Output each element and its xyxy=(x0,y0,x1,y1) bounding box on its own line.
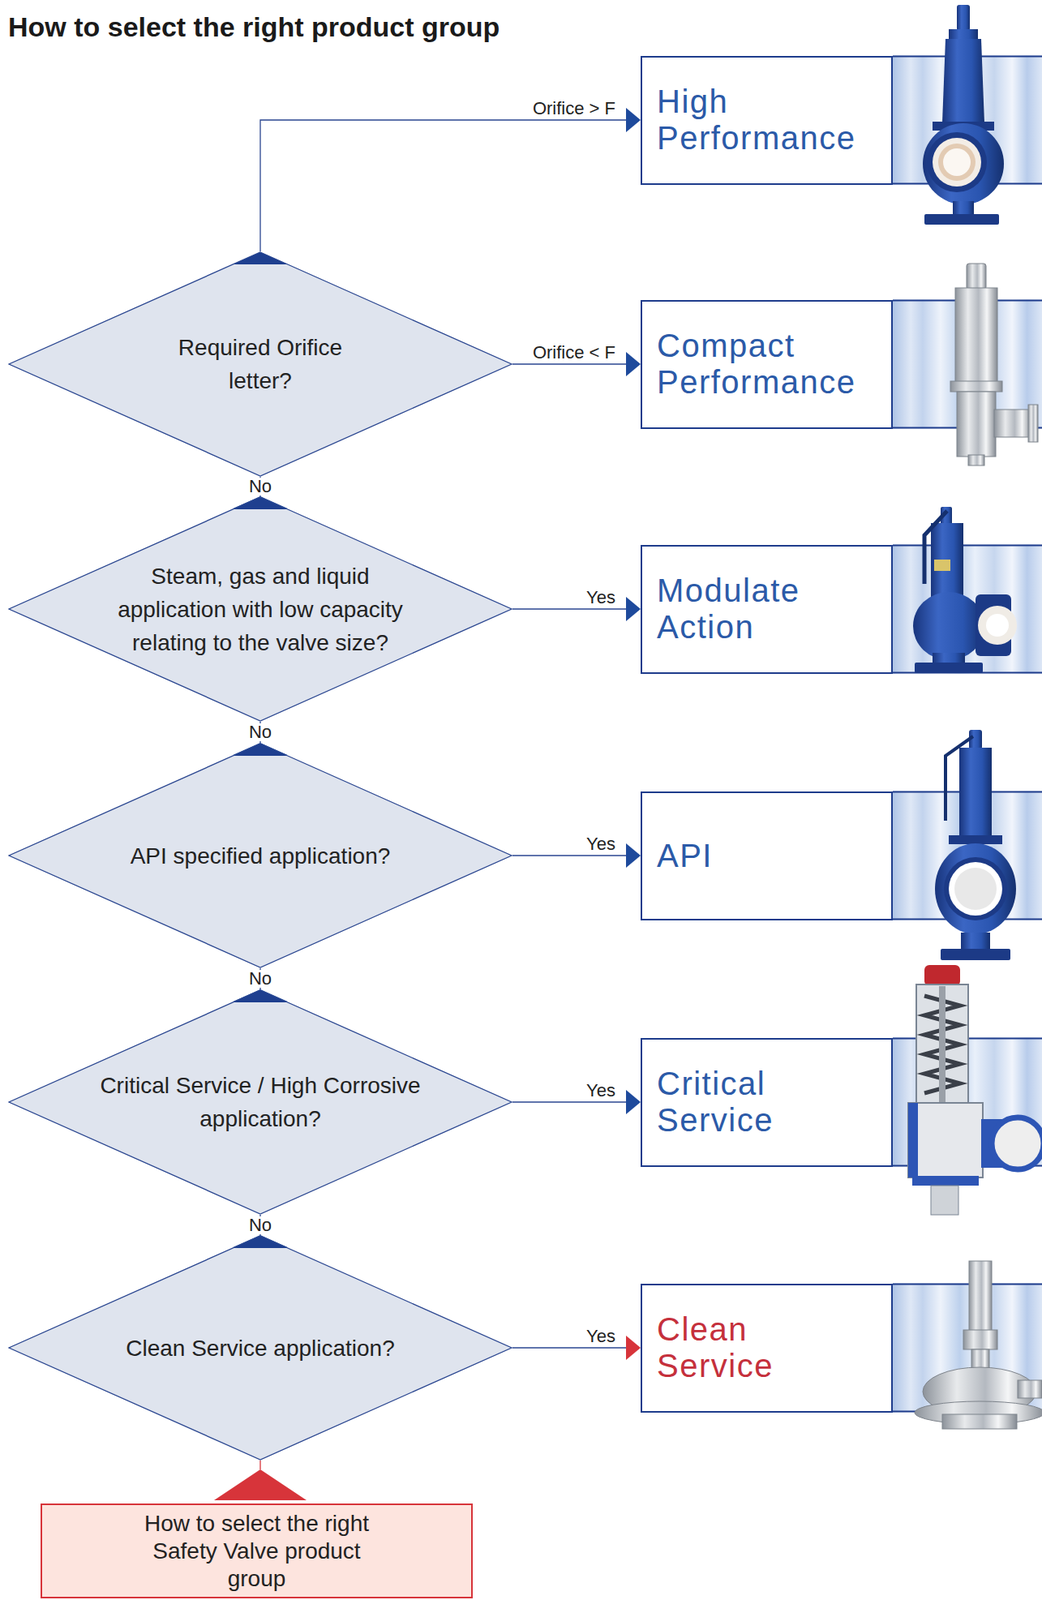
node-text: API specified application? xyxy=(130,839,391,873)
connector xyxy=(232,1214,288,1248)
node-text: Clean Service xyxy=(656,1311,774,1385)
connector xyxy=(512,596,641,622)
arrowhead xyxy=(626,107,641,133)
connector-line xyxy=(260,120,627,252)
edge-label: No xyxy=(246,477,275,496)
high-performance-valve xyxy=(922,4,1004,225)
connector-line xyxy=(512,608,627,609)
product-group-box: Critical Service xyxy=(640,1037,893,1167)
diamond-shape xyxy=(8,743,512,968)
start-box: How to select the right Safety Valve pro… xyxy=(40,1503,473,1599)
edge-label: No xyxy=(246,969,275,988)
critical-service-valve xyxy=(908,964,1042,1215)
node-text: Critical Service xyxy=(656,1065,774,1139)
diamond-shape xyxy=(8,252,512,476)
edge-label: Yes xyxy=(583,1081,618,1100)
node-text: How to select the right Safety Valve pro… xyxy=(143,1509,371,1593)
image-panels xyxy=(892,55,1042,1413)
arrowhead xyxy=(626,596,641,622)
modulate-action-valve xyxy=(913,506,1017,674)
arrowhead xyxy=(626,351,641,377)
arrowhead xyxy=(626,843,641,868)
page-title: How to select the right product group xyxy=(8,11,500,43)
diamond-shape xyxy=(8,497,512,721)
product-group-box: Clean Service xyxy=(640,1283,893,1413)
diamond-cap xyxy=(232,252,288,265)
product-group-box: Modulate Action xyxy=(640,544,893,674)
connector xyxy=(512,843,641,868)
diamond-shape xyxy=(8,1235,512,1460)
arrowhead xyxy=(626,1335,641,1360)
connector-line xyxy=(512,854,627,856)
connector xyxy=(232,476,288,509)
decision-diamond: Required Orifice letter? xyxy=(8,251,513,477)
node-text: Compact Performance xyxy=(656,327,856,401)
connector-line xyxy=(512,1101,627,1103)
diamond-cap xyxy=(232,1235,288,1248)
arrowhead xyxy=(232,742,288,755)
connector-line xyxy=(259,1460,261,1470)
edge-label: Yes xyxy=(583,835,618,854)
node-text: API xyxy=(656,837,713,875)
node-text: Clean Service application? xyxy=(125,1331,395,1365)
connector xyxy=(232,968,288,1002)
edge-label: No xyxy=(246,1216,275,1235)
node-text: Steam, gas and liquid application with l… xyxy=(104,559,417,660)
connector xyxy=(512,1335,641,1360)
product-group-box: API xyxy=(640,791,893,921)
connector xyxy=(232,721,288,755)
diamond-cap xyxy=(232,990,288,1003)
diamond-cap xyxy=(232,497,288,510)
edge-label: Orifice < F xyxy=(530,343,618,362)
decision-diamond: Critical Service / High Corrosive applic… xyxy=(8,989,513,1215)
connector xyxy=(512,1089,641,1115)
diamond-shape xyxy=(8,990,512,1214)
edge-label: Yes xyxy=(583,1327,618,1346)
decision-diamond: Clean Service application? xyxy=(8,1234,513,1461)
decision-diamond: Steam, gas and liquid application with l… xyxy=(8,496,513,722)
arrowhead xyxy=(232,989,288,1002)
clean-service-valve xyxy=(914,1260,1042,1429)
product-group-box: Compact Performance xyxy=(640,300,893,429)
node-text: High Performance xyxy=(656,83,856,157)
compact-performance-valve xyxy=(950,263,1038,466)
edge-label: No xyxy=(246,723,275,742)
node-text: Required Orifice letter? xyxy=(167,330,354,398)
connector xyxy=(214,1460,307,1501)
diamond-outline xyxy=(8,989,513,1215)
edge-label: Yes xyxy=(583,588,618,607)
arrowhead xyxy=(232,1234,288,1248)
decision-diamond: API specified application? xyxy=(8,742,513,969)
diamond-cap xyxy=(232,743,288,756)
diamond-outline xyxy=(8,251,513,477)
api-valve xyxy=(934,729,1017,961)
connector-line xyxy=(512,1346,627,1348)
arrowhead xyxy=(626,1089,641,1115)
node-text: Critical Service / High Corrosive applic… xyxy=(77,1068,443,1136)
arrowhead xyxy=(214,1469,307,1501)
arrowhead xyxy=(232,496,288,509)
node-text: Modulate Action xyxy=(656,572,801,646)
connector-line xyxy=(512,363,627,365)
connector xyxy=(260,107,641,252)
edge-label: Orifice > F xyxy=(530,99,618,118)
product-group-box: High Performance xyxy=(640,55,893,185)
